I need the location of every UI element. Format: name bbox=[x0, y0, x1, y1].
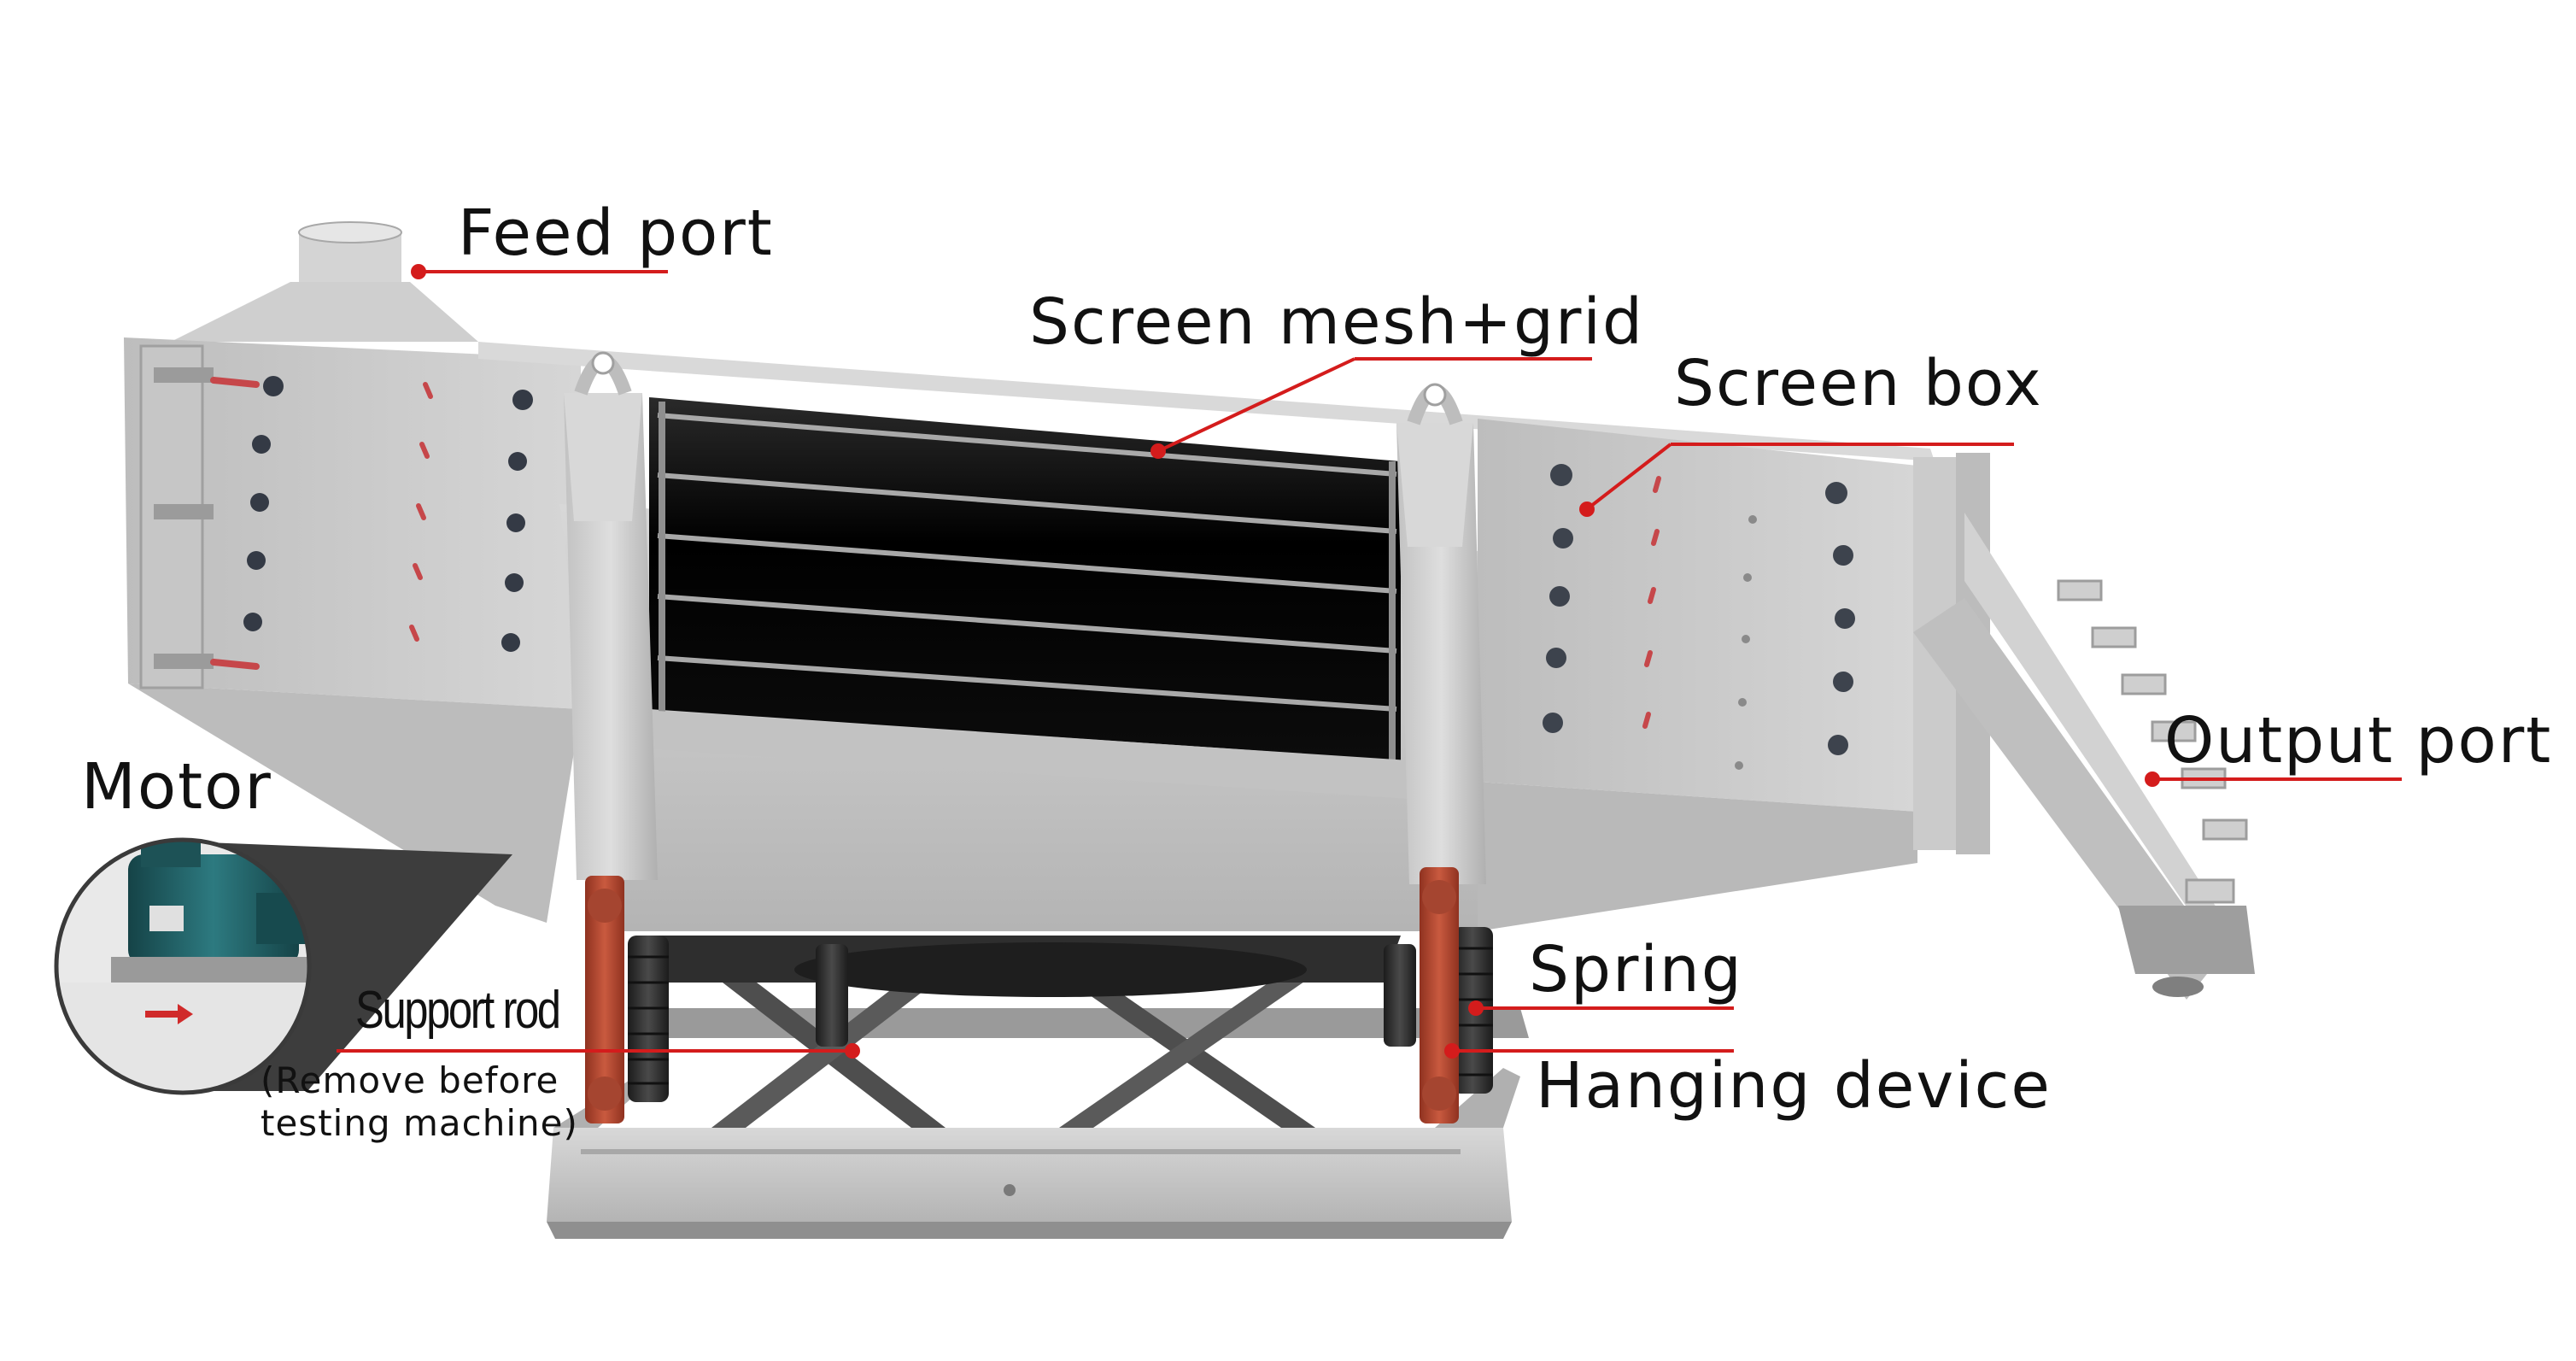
screen-box-label: Screen box bbox=[1674, 347, 2043, 420]
support-rod-note-line2: testing machine) bbox=[261, 1102, 578, 1144]
hanging-device-label: Hanging device bbox=[1536, 1049, 2052, 1123]
left-post bbox=[564, 351, 658, 880]
leader-dots bbox=[411, 264, 2160, 1059]
screen-box-marker bbox=[1579, 502, 1595, 517]
hanging-device-marker bbox=[1444, 1043, 1460, 1059]
center-springs bbox=[816, 944, 1416, 1047]
leader-lines bbox=[337, 270, 2402, 1053]
motor-inset bbox=[54, 837, 512, 1095]
screen-mesh-grid bbox=[632, 397, 1409, 799]
screen-mesh-marker bbox=[1150, 443, 1166, 459]
support-rod-marker bbox=[845, 1043, 860, 1059]
output-port-marker bbox=[2145, 771, 2160, 787]
output-port-label: Output port bbox=[2164, 704, 2553, 777]
support-rod-note: (Remove before testing machine) bbox=[261, 1059, 578, 1145]
support-rod-label: Support rod bbox=[355, 981, 561, 1040]
spring-marker bbox=[1468, 1000, 1484, 1016]
feed-port-marker bbox=[411, 264, 426, 279]
spring-label: Spring bbox=[1529, 933, 1743, 1006]
left-end-box bbox=[124, 337, 581, 923]
output-port-assembly bbox=[1913, 453, 2255, 1000]
support-rod-note-line1: (Remove before bbox=[261, 1059, 559, 1101]
left-spring-hanger bbox=[585, 876, 669, 1123]
base-frame bbox=[547, 936, 1529, 1239]
red-arrow-icon bbox=[145, 1004, 193, 1024]
feed-inlet bbox=[171, 221, 478, 342]
feed-port-label: Feed port bbox=[458, 197, 774, 270]
motor-label: Motor bbox=[81, 750, 272, 824]
right-post bbox=[1396, 383, 1486, 884]
screen-mesh-grid-label: Screen mesh+grid bbox=[1029, 285, 1644, 359]
